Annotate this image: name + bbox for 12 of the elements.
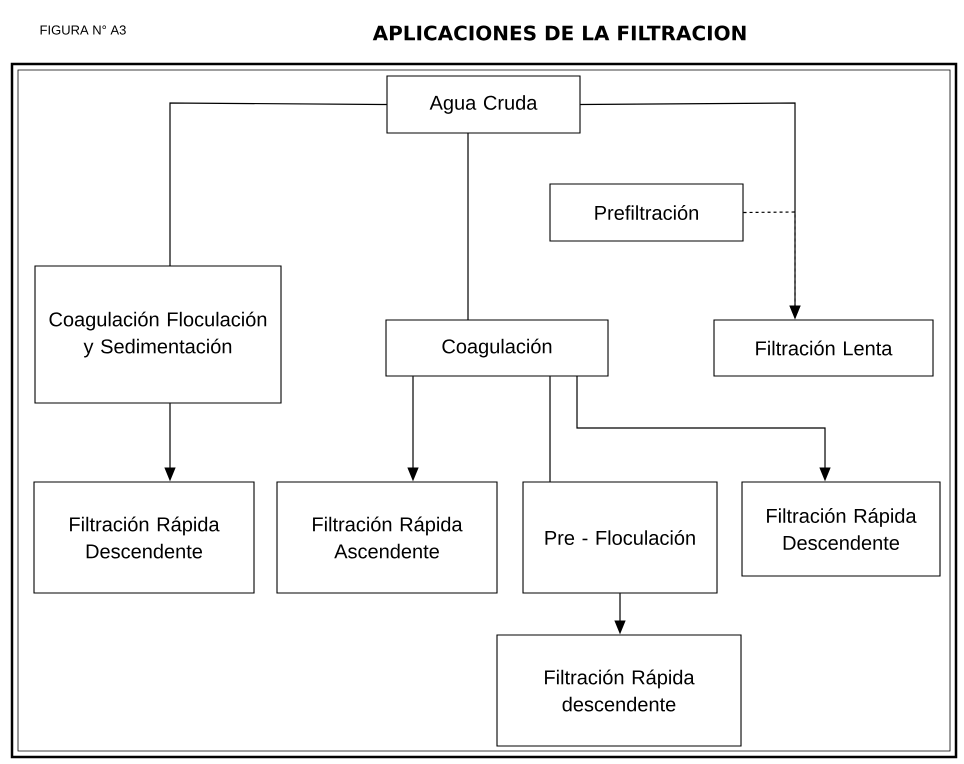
process-box: Prefiltración — [549, 183, 744, 242]
process-box: Filtración Rápida Descendente — [741, 481, 941, 577]
process-box: Coagulación Floculación y Sedimentación — [34, 265, 282, 404]
process-box: Filtración Rápida Ascendente — [276, 481, 498, 594]
title: APLICACIONES DE LA FILTRACION — [372, 25, 746, 41]
figure-number: FIGURA N° A3 — [40, 25, 126, 35]
process-box: Pre - Floculación — [522, 481, 718, 594]
process-box: Filtración Lenta — [713, 319, 934, 377]
process-box: Coagulación — [385, 319, 609, 377]
process-box: Agua Cruda — [386, 75, 581, 134]
process-box: Filtración Rápida Descendente — [33, 481, 255, 594]
process-box: Filtración Rápida descendente — [496, 634, 742, 747]
